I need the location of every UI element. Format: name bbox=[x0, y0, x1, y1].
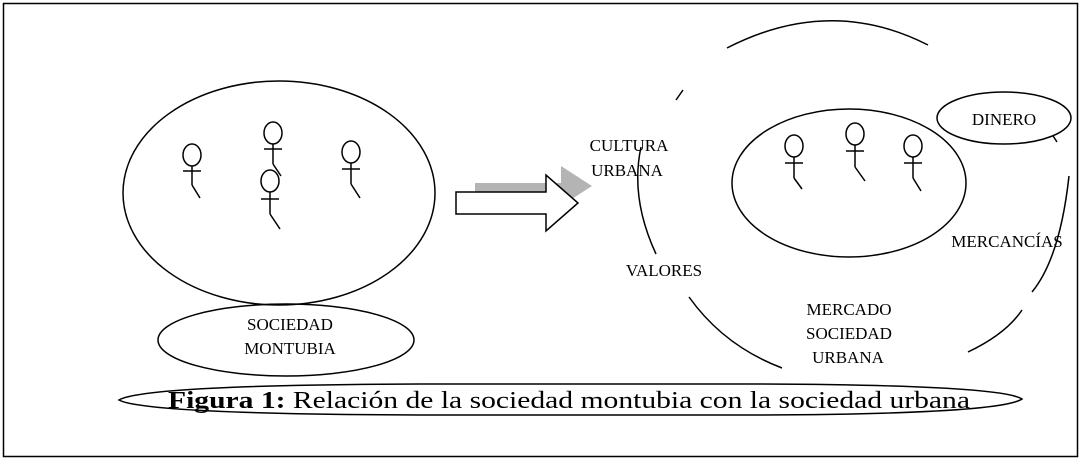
person-icon bbox=[903, 134, 923, 192]
mercancias-label: MERCANCÍAS bbox=[951, 232, 1062, 251]
mercado-label-line3: URBANA bbox=[812, 348, 885, 367]
person-icon bbox=[263, 121, 283, 177]
person-icon bbox=[341, 140, 361, 199]
person-icon bbox=[260, 169, 281, 230]
person-icon bbox=[845, 122, 866, 182]
transition-arrow bbox=[455, 173, 580, 233]
dinero-ellipse bbox=[936, 91, 1072, 145]
dinero-label: DINERO bbox=[972, 110, 1036, 129]
figure-caption: Figura 1: Relación de la sociedad montub… bbox=[168, 388, 970, 414]
person-icon bbox=[182, 143, 202, 199]
caption-text: Relación de la sociedad montubia con la … bbox=[286, 388, 971, 414]
person-icon bbox=[784, 134, 804, 190]
mercado-label-line2: SOCIEDAD bbox=[806, 324, 892, 343]
caption-prefix: Figura 1: bbox=[168, 388, 286, 414]
urban-society-ellipse bbox=[731, 108, 967, 258]
valores-label: VALORES bbox=[626, 261, 702, 280]
montubia-label-line1: SOCIEDAD bbox=[247, 315, 333, 334]
montubia-society-ellipse bbox=[122, 80, 436, 306]
montubia-label-ellipse bbox=[157, 303, 415, 377]
montubia-label-line2: MONTUBIA bbox=[244, 339, 336, 358]
mercado-label-line1: MERCADO bbox=[806, 300, 891, 319]
caption-ellipse bbox=[117, 383, 1024, 416]
cultura-label-line1: CULTURA bbox=[590, 136, 669, 155]
cultura-label-line2: URBANA bbox=[591, 161, 664, 180]
